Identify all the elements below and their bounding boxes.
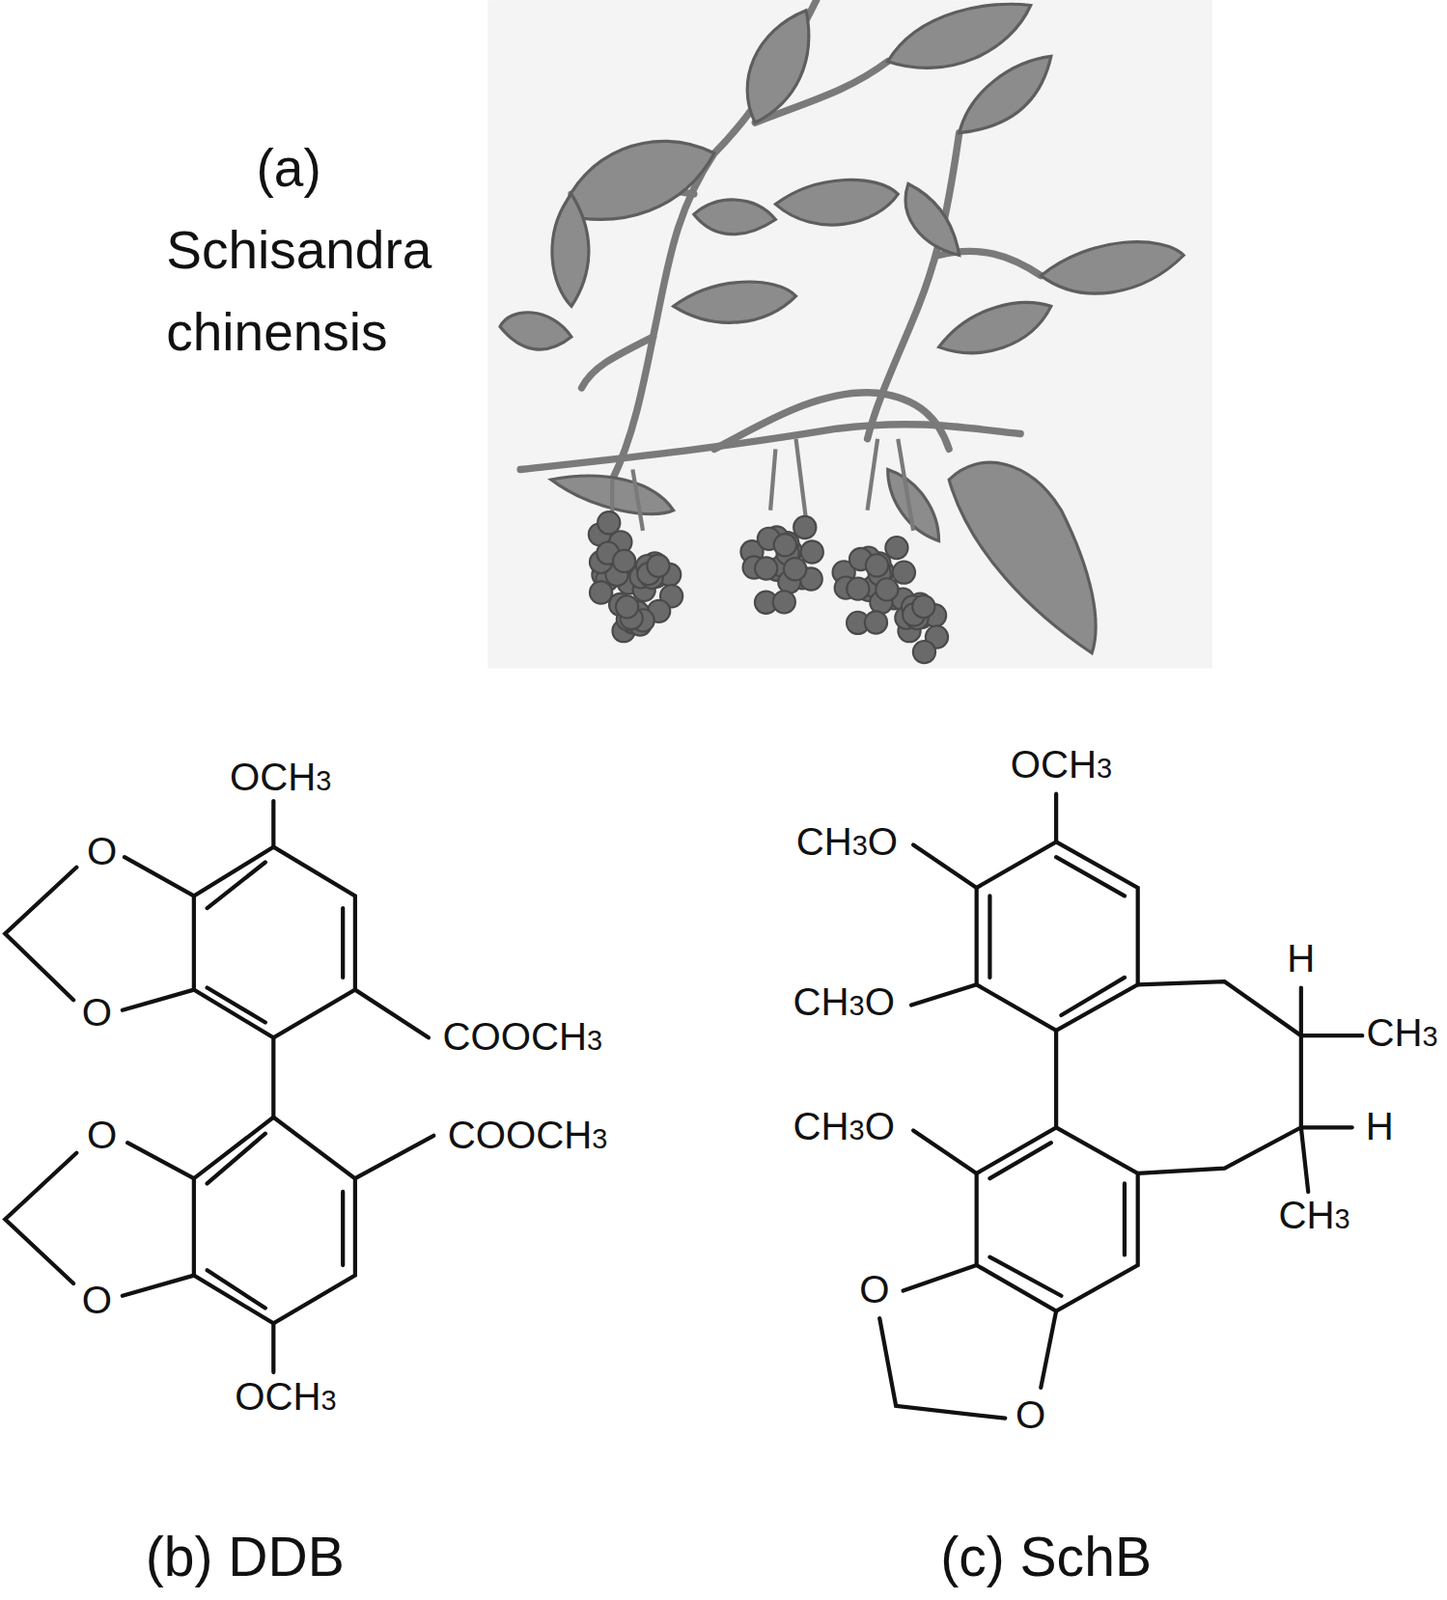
berry	[875, 578, 898, 601]
panel-label: (a)	[256, 141, 322, 195]
group-label: CH3O	[796, 823, 898, 863]
berry	[793, 516, 816, 539]
group-label: CH3	[1365, 1014, 1438, 1054]
group-label: OCH3	[234, 1378, 336, 1418]
berry	[846, 578, 869, 601]
berry	[754, 556, 778, 580]
group-label: COOCH3	[447, 1115, 609, 1155]
atom-label: O	[82, 994, 112, 1033]
berry	[646, 555, 669, 578]
atom-label: O	[1015, 1396, 1046, 1436]
berry	[615, 595, 639, 618]
berry	[801, 540, 824, 563]
atom-label: O	[82, 1281, 112, 1321]
ddb-structure	[4, 801, 434, 1373]
panel-label: (c) SchB	[940, 1530, 1152, 1587]
group-label: OCH3	[1010, 746, 1113, 785]
plant-illustration	[487, 0, 1213, 668]
schb-structure	[879, 794, 1363, 1420]
species-name: Schisandra chinensis	[166, 209, 503, 374]
group-label: COOCH3	[442, 1018, 603, 1058]
berry	[589, 581, 613, 604]
atom-label: O	[859, 1271, 890, 1310]
berry	[783, 557, 807, 581]
berry	[774, 533, 797, 557]
berry	[865, 554, 889, 577]
berry	[597, 511, 620, 534]
panel-label: (b) DDB	[145, 1530, 345, 1587]
berry	[885, 536, 908, 559]
atom-label: O	[86, 833, 117, 872]
berry	[773, 590, 796, 613]
group-label: CH3O	[793, 1108, 895, 1147]
atom-label: H	[1365, 1108, 1394, 1147]
group-label: CH3O	[793, 983, 895, 1023]
berry	[864, 611, 888, 634]
atom-label: O	[86, 1115, 117, 1155]
group-label: CH3	[1279, 1196, 1351, 1236]
group-label: OCH3	[229, 757, 332, 797]
berry	[912, 595, 935, 618]
berry	[913, 640, 936, 664]
atom-label: H	[1286, 940, 1315, 979]
berry	[892, 561, 916, 585]
